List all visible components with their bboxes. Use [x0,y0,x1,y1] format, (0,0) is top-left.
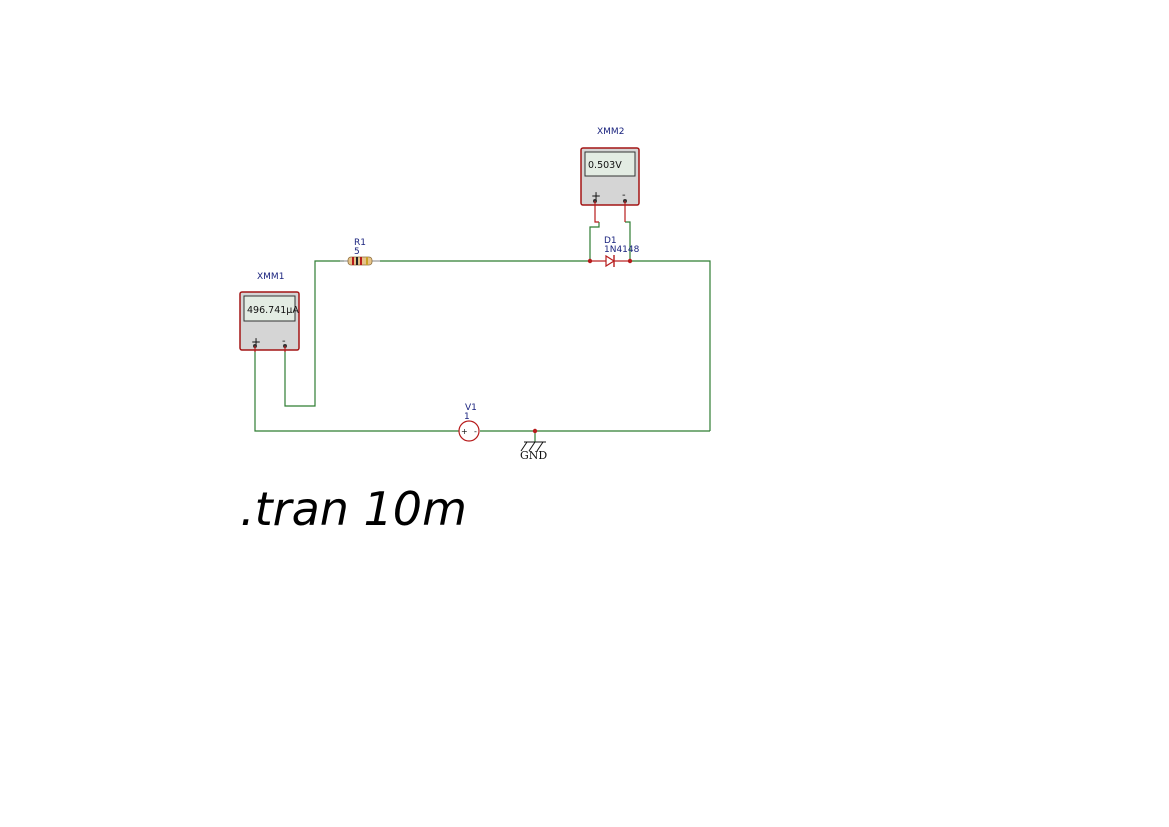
r1-ref-label: R1 [354,238,366,248]
wire-xmm2-plus-to-anode[interactable] [589,222,600,261]
r1-band-2 [356,257,358,265]
wires [254,221,711,442]
resistor-r1[interactable]: R1 5 [340,238,380,266]
v1-plus-symbol: + [461,427,468,436]
simulation-command[interactable]: .tran 10m [240,482,467,536]
xmm2-plus-symbol: + [591,189,601,203]
junction-ground [532,428,538,434]
v1-value-label: 1 [464,412,470,422]
xmm2-reading: 0.503V [588,160,622,171]
wire-bottom-left[interactable] [254,350,459,432]
xmm2-minus-symbol: - [622,190,626,201]
ground-hatch-2 [528,441,536,452]
xmm1-plus-symbol: + [251,335,261,349]
ground-label: GND [520,449,547,462]
r1-value-label: 5 [354,247,360,257]
wire-d1-to-right[interactable] [630,260,711,431]
v1-minus-symbol: - [474,427,477,436]
ground-hatch-3 [536,441,544,452]
junction-cathode [627,258,633,264]
xmm1-minus-symbol: - [282,336,286,347]
r1-band-3 [360,257,362,265]
wire-xmm2-minus-to-cathode[interactable] [625,221,631,261]
d1-ref-label: D1 [604,236,617,246]
xmm2-plus-lead [594,201,599,223]
diode-d1[interactable]: D1 1N4148 [590,236,640,268]
d1-model-label: 1N4148 [604,245,640,255]
xmm1-ref-label: XMM1 [257,272,284,282]
multimeter-xmm1[interactable]: XMM1 496.741µA + - [239,272,300,352]
junctions [532,258,633,434]
multimeter-xmm2[interactable]: XMM2 0.503V + - [580,127,640,223]
r1-band-1 [352,257,354,265]
xmm1-reading: 496.741µA [247,305,299,316]
v1-ref-label: V1 [465,403,477,413]
r1-band-4 [366,257,368,265]
xmm2-display [584,151,636,177]
ground-symbol[interactable]: GND [520,441,547,462]
junction-anode [587,258,593,264]
voltage-source-v1[interactable]: V1 1 + - [458,403,480,442]
xmm1-display [243,295,296,322]
d1-triangle [605,254,616,268]
ground-hatch-1 [520,441,528,452]
xmm2-ref-label: XMM2 [597,127,624,137]
wire-r1-to-xmm1-minus[interactable] [284,260,344,407]
v1-body[interactable] [458,420,480,442]
